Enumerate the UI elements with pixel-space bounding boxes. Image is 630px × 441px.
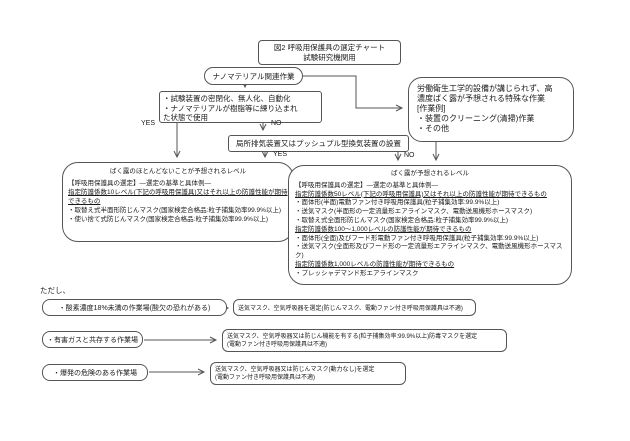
low-exposure-item: ・取替え式半面形防じんマスク(国家検定合格品:粒子捕集効率99.9%以上)	[68, 207, 282, 214]
proviso-row3-condition-box: ・爆発の危険のある作業場	[42, 364, 148, 381]
expected-exposure-level-box: ばく露が予想されるレベル 【呼吸用保護具の選定】―選定の基準と具体例― 指定防護…	[288, 165, 572, 285]
proviso-row2-result-box: 送気マスク、空気呼吸器又は防じん機能を有する(粒子捕集効率:99.9%以上)防毒…	[222, 329, 507, 352]
proviso-row3-result-line2: (電動ファン付き呼吸用保護具は不適)	[215, 375, 315, 381]
figure-title-line1: 図2 呼吸用保護具の選定チャート	[273, 42, 386, 52]
proviso-row2-result-line1: 送気マスク、空気呼吸器又は防じん機能を有する(粒子捕集効率:99.9%以上)防毒…	[227, 334, 478, 340]
proviso-row2-result-line2: (電動ファン付き呼吸用保護具は不適)	[227, 342, 327, 348]
low-exposure-criteria-10: 指定防護係数10レベル(下記の呼吸用保護具)又はそれ以上の防護性能が期待できるも…	[68, 189, 288, 205]
proviso-row3-result-box: 送気マスク、空気呼吸器又は防じんマスク(動力なし)を選定 (電動ファン付き呼吸用…	[210, 362, 406, 385]
proviso-row1-result: 送気マスク、空気呼吸器を選定(防じんマスク、電動ファン付き呼吸用保護具は不適)	[238, 306, 463, 312]
special-work-box: 労働衛生工学的設備が講じられず、高 濃度ばく露が予想される特殊な作業 [作業例]…	[408, 77, 574, 142]
expected-exposure-item: ・送気マスク(全面形及びフード形の一定流量形エアラインマスク、電動送風機形ホース…	[295, 243, 563, 260]
branch-label-no-2: NO	[404, 152, 415, 159]
ventilation-label: 局所排気装置又はプッシュプル型換気装置の設置	[236, 139, 401, 148]
containment-line3: た状態で使用	[163, 113, 208, 122]
start-node-label: ナノマテリアル関連作業	[212, 71, 295, 81]
expected-exposure-criteria-100-1000: 指定防護係数100〜1,000レベルの防護性能が期待できるもの	[295, 225, 472, 233]
special-work-line4: ・装置のクリーニング(清掃)作業	[417, 114, 535, 123]
expected-exposure-item: ・取替え式全面形防じんマスク(国家検定合格品:粒子捕集効率99.9%以上)	[295, 216, 509, 224]
expected-exposure-header: 【呼吸用保護具の選定】―選定の基準と具体例―	[295, 181, 438, 189]
proviso-row2-condition: ・有害ガスと共存する作業場	[47, 336, 138, 344]
proviso-row1-condition-box: ・酸素濃度18%未満の作業場(酸欠の恐れがある)	[42, 299, 227, 316]
branch-label-yes-1: YES	[141, 120, 156, 127]
figure-title-line2: 試験研究機関用	[303, 52, 356, 62]
expected-exposure-criteria-1000: 指定防護係数1,000レベルの防護性能が期待できるもの	[295, 260, 455, 268]
expected-exposure-title: ばく露が予想されるレベル	[391, 170, 469, 177]
expected-exposure-item: ・面体形(半面)電動ファン付き呼吸用保護具(粒子捕集効率:99.9%以上)	[295, 199, 500, 207]
proviso-label: ただし、	[40, 286, 70, 295]
special-work-line2: 濃度ばく露が予想される特殊な作業	[417, 94, 545, 103]
low-exposure-item: ・使い捨て式防じんマスク(国家検定合格品:粒子捕集効率99.9%以上)	[68, 216, 269, 223]
branch-label-no-1: NO	[271, 120, 282, 127]
containment-line2: ・ナノマテリアルが樹脂等に練り込まれ	[163, 103, 298, 113]
proviso-row3-result-line1: 送気マスク、空気呼吸器又は防じんマスク(動力なし)を選定	[215, 367, 375, 373]
ventilation-box: 局所排気装置又はプッシュプル型換気装置の設置	[228, 135, 409, 152]
expected-exposure-criteria-50: 指定防護係数50レベル(下記の呼吸用保護具)又はそれ以上の防護性能が期待できるも…	[295, 190, 547, 198]
figure-title-box: 図2 呼吸用保護具の選定チャート 試験研究機関用	[258, 40, 401, 65]
containment-measures-box: ・試験装置の密閉化、無人化、自動化 ・ナノマテリアルが樹脂等に練り込まれ た状態…	[159, 91, 322, 123]
low-exposure-level-box: ばく露のほとんどないことが予想されるレベル 【呼吸用保護具の選定】―選定の基準と…	[62, 162, 294, 242]
proviso-row1-condition: ・酸素濃度18%未満の作業場(酸欠の恐れがある)	[58, 304, 211, 312]
connector-start-to-special-work	[303, 75, 404, 112]
proviso-row3-condition: ・爆発の危険のある作業場	[53, 369, 137, 377]
branch-label-yes-2: YES	[273, 151, 288, 158]
proviso-row2-condition-box: ・有害ガスと共存する作業場	[42, 331, 143, 348]
proviso-row1-result-box: 送気マスク、空気呼吸器を選定(防じんマスク、電動ファン付き呼吸用保護具は不適)	[233, 299, 476, 316]
expected-exposure-item: ・プレッシャデマンド形エアラインマスク	[295, 269, 419, 277]
special-work-line5: ・その他	[417, 124, 449, 133]
low-exposure-header: 【呼吸用保護具の選定】―選定の基準と具体例―	[68, 180, 211, 187]
start-node-nanomaterial-work: ナノマテリアル関連作業	[204, 67, 303, 85]
special-work-line1: 労働衛生工学的設備が講じられず、高	[417, 84, 553, 93]
expected-exposure-item: ・面体形(全面)及びフード形電動ファン付き呼吸用保護具(粒子捕集効率:99.9%…	[295, 234, 539, 242]
special-work-line3: [作業例]	[417, 104, 446, 113]
expected-exposure-item: ・送気マスク(半面形の一定流量形エアラインマスク、電動送風機形ホースマスク)	[295, 208, 533, 216]
low-exposure-title: ばく露のほとんどないことが予想されるレベル	[109, 168, 247, 175]
containment-line1: ・試験装置の密閉化、無人化、自動化	[163, 94, 291, 103]
